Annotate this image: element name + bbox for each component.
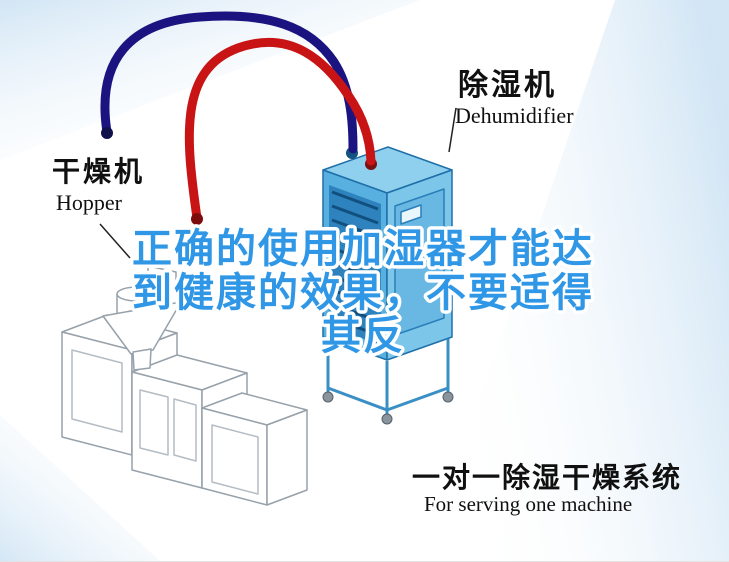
dehumidifier-grille-slats (331, 190, 379, 337)
hopper-box2-door-right (173, 398, 197, 462)
dehumidifier-label-cn: 除湿机 (458, 69, 557, 102)
hopper-box2-front (131, 371, 203, 489)
navy-pipe-endcap (101, 127, 113, 139)
hopper-funnel-neck (132, 348, 152, 371)
dehumidifier-stand (326, 339, 450, 414)
hopper-box3-side (266, 409, 308, 506)
hopper-funnel (102, 301, 182, 355)
dehumidifier-illustration (322, 146, 454, 425)
hopper-box2-door-left (139, 389, 169, 456)
headline-line-3: 其反 (321, 314, 405, 358)
hopper-label-en: Hopper (56, 190, 122, 215)
headline-line-1: 正确的使用加湿器才能达 (132, 227, 594, 271)
hopper-leader-line (99, 223, 131, 259)
leader-lines (99, 107, 457, 259)
hopper-box1-door (71, 349, 123, 433)
dehumidifier-leader-line (448, 107, 457, 153)
background-wedge-bottom-left (0, 415, 160, 561)
hopper-cylinder-lid (116, 286, 158, 302)
hopper-machine-illustration (61, 265, 308, 506)
hopper-box3-door (211, 424, 259, 495)
footer-title-en: For serving one machine (424, 492, 633, 516)
background-wedge-right (425, 0, 729, 561)
dehumidifier-door-panel (394, 188, 445, 336)
headline-line-2: 到健康的效果，不要适得 (132, 271, 594, 315)
dehumidifier-label-en: Dehumidifier (455, 103, 574, 128)
red-pipe (184, 38, 376, 223)
hopper-label-cn: 干燥机 (52, 156, 146, 187)
dehumidifier-casters (322, 391, 454, 425)
headline: 正确的使用加湿器才能达 到健康的效果，不要适得 其反 (129, 224, 596, 362)
pipes (100, 11, 376, 225)
footer-title-cn: 一对一除湿干燥系统 (412, 462, 683, 493)
hopper-motor (147, 265, 177, 293)
red-pipe-endcap (191, 213, 203, 225)
dehumidifier-display (400, 204, 422, 225)
